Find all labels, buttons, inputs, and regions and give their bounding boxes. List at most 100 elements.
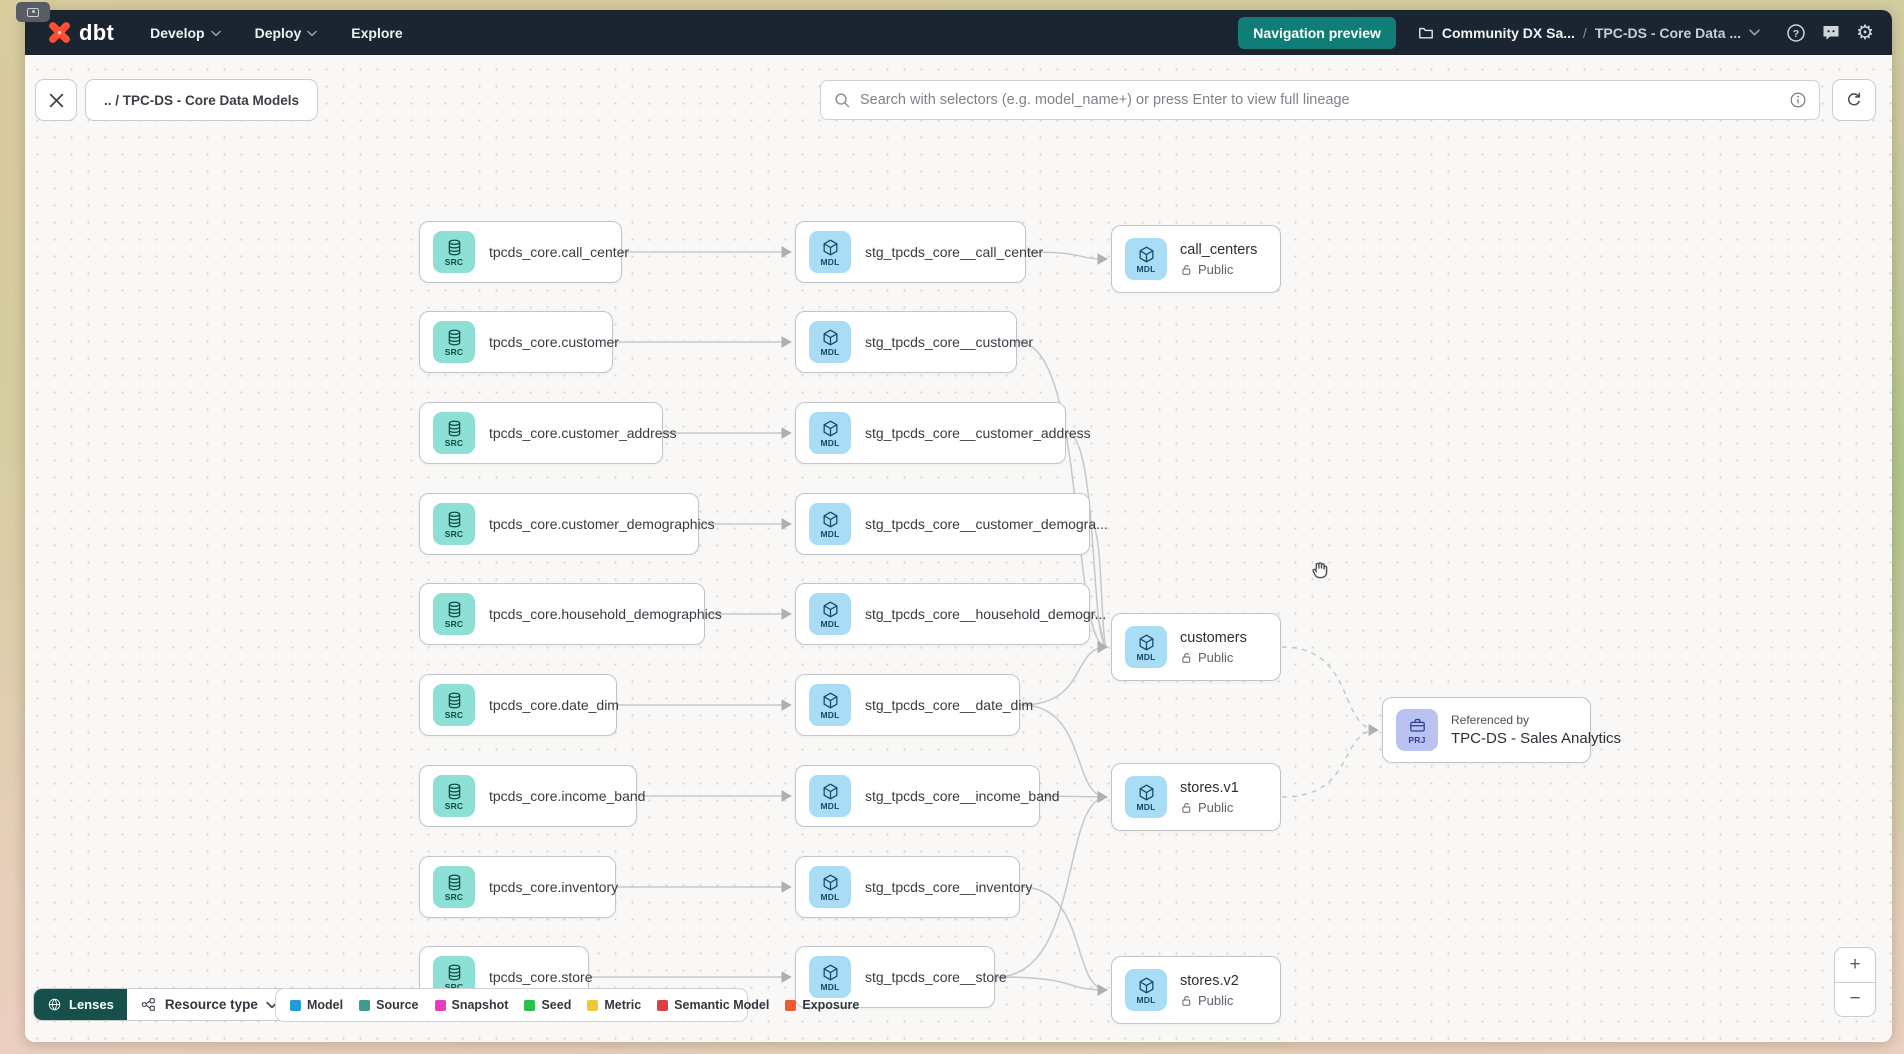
lineage-breadcrumb-chip[interactable]: .. / TPC-DS - Core Data Models — [85, 79, 319, 121]
edge-stg_customer_demographics-pub_customers — [1090, 523, 1108, 653]
database-icon — [448, 239, 460, 255]
badge-code: SRC — [444, 981, 464, 992]
badge-code: MDL — [1136, 263, 1156, 274]
edge-pub_stores_v1-prj_sales_analytics — [1281, 724, 1379, 798]
legend-color-chip — [524, 999, 536, 1011]
mdl-badge: MDL — [1125, 238, 1167, 280]
node-stg_date_dim[interactable]: MDL stg_tpcds_core__date_dim — [795, 674, 1033, 736]
feedback-icon[interactable] — [1821, 23, 1841, 43]
gear-icon[interactable]: ⚙ — [1856, 21, 1874, 44]
lock-open-icon — [1182, 652, 1191, 663]
node-text: call_centers Public — [1180, 242, 1257, 277]
mdl-badge: MDL — [809, 866, 851, 908]
cube-icon — [1139, 784, 1153, 800]
resource-legend: Model Source Snapshot Seed Metric Semant… — [275, 988, 859, 1022]
legend-item-metric: Metric — [587, 998, 641, 1012]
badge-code: SRC — [444, 346, 464, 357]
lenses-label: Lenses — [69, 997, 114, 1012]
cube-icon — [823, 964, 837, 980]
zoom-in-button[interactable]: + — [1835, 948, 1875, 983]
node-label: tpcds_core.household_demographics — [489, 606, 722, 622]
node-label: stg_tpcds_core__date_dim — [865, 697, 1034, 713]
app-window: dbt Develop Deploy Explore Navigation prev… — [25, 10, 1892, 1042]
legend-label: Model — [307, 998, 344, 1012]
breadcrumb-page[interactable]: TPC-DS - Core Data ... — [1594, 24, 1742, 41]
mdl-badge: MDL — [809, 684, 851, 726]
legend-color-chip — [657, 999, 669, 1011]
lenses-button[interactable]: Lenses — [34, 989, 127, 1020]
search-input[interactable] — [860, 92, 1780, 108]
access-label: Public — [1198, 799, 1234, 815]
edge-stg_date_dim-pub_customers — [1020, 641, 1108, 706]
badge-code: SRC — [444, 528, 464, 539]
node-text: stores.v1 Public — [1180, 780, 1239, 815]
database-icon — [448, 874, 460, 890]
node-label: call_centers — [1180, 241, 1258, 258]
access-badge: Public — [1180, 800, 1239, 815]
legend-label: Snapshot — [451, 998, 509, 1012]
nav-menu-label: Explore — [351, 24, 403, 41]
close-lineage-button[interactable] — [35, 79, 77, 121]
node-label: stores.v2 — [1180, 972, 1239, 989]
dbt-logo[interactable]: dbt — [47, 20, 114, 46]
node-label: stores.v1 — [1180, 779, 1239, 796]
legend-item-semantic-model: Semantic Model — [657, 998, 769, 1012]
resource-type-dropdown[interactable]: Resource type — [127, 989, 291, 1020]
zoom-out-button[interactable]: − — [1849, 988, 1861, 1010]
node-src_customer_demographics[interactable]: SRC tpcds_core.customer_demographics — [419, 493, 715, 555]
legend-color-chip — [290, 999, 301, 1011]
nav-menu-develop[interactable]: Develop — [150, 25, 221, 41]
badge-code: PRJ — [1408, 734, 1426, 745]
node-pub_call_centers[interactable]: MDL call_centers Public — [1111, 225, 1281, 293]
database-icon — [448, 329, 460, 345]
database-icon — [448, 692, 460, 708]
node-src_customer[interactable]: SRC tpcds_core.customer — [419, 311, 619, 373]
cube-icon — [823, 874, 837, 890]
legend-color-chip — [359, 999, 371, 1011]
breadcrumb-project[interactable]: Community DX Sa... — [1441, 24, 1575, 41]
referenced-by-label: Referenced by — [1451, 713, 1530, 727]
nav-menu-explore[interactable]: Explore — [351, 25, 402, 41]
navigation-preview-button[interactable]: Navigation preview — [1238, 16, 1396, 49]
breadcrumb-separator: / — [1582, 24, 1587, 41]
node-label: stg_tpcds_core__store — [865, 969, 1007, 985]
cube-icon — [1139, 634, 1153, 650]
cube-icon — [823, 692, 837, 708]
nav-menu-deploy[interactable]: Deploy — [255, 25, 318, 41]
help-icon[interactable]: ? — [1786, 23, 1806, 43]
node-pub_stores_v1[interactable]: MDL stores.v1 Public — [1111, 763, 1281, 831]
legend-label: Seed — [541, 998, 572, 1012]
info-icon[interactable] — [1789, 91, 1807, 109]
refresh-lineage-button[interactable] — [1832, 79, 1876, 121]
lineage-toolbar: .. / TPC-DS - Core Data Models — [25, 79, 1892, 121]
cube-icon — [823, 239, 837, 255]
edge-stg_inventory-pub_stores_v2 — [1020, 886, 1108, 996]
cube-icon — [823, 329, 837, 345]
chevron-down-icon[interactable] — [1749, 29, 1760, 36]
node-label: tpcds_core.customer_demographics — [489, 516, 715, 532]
mdl-badge: MDL — [1125, 776, 1167, 818]
access-label: Public — [1198, 649, 1234, 665]
access-badge: Public — [1180, 262, 1257, 277]
node-label: stg_tpcds_core__household_demogr... — [865, 606, 1107, 622]
badge-code: MDL — [820, 528, 840, 539]
node-label: tpcds_core.customer — [489, 334, 619, 350]
